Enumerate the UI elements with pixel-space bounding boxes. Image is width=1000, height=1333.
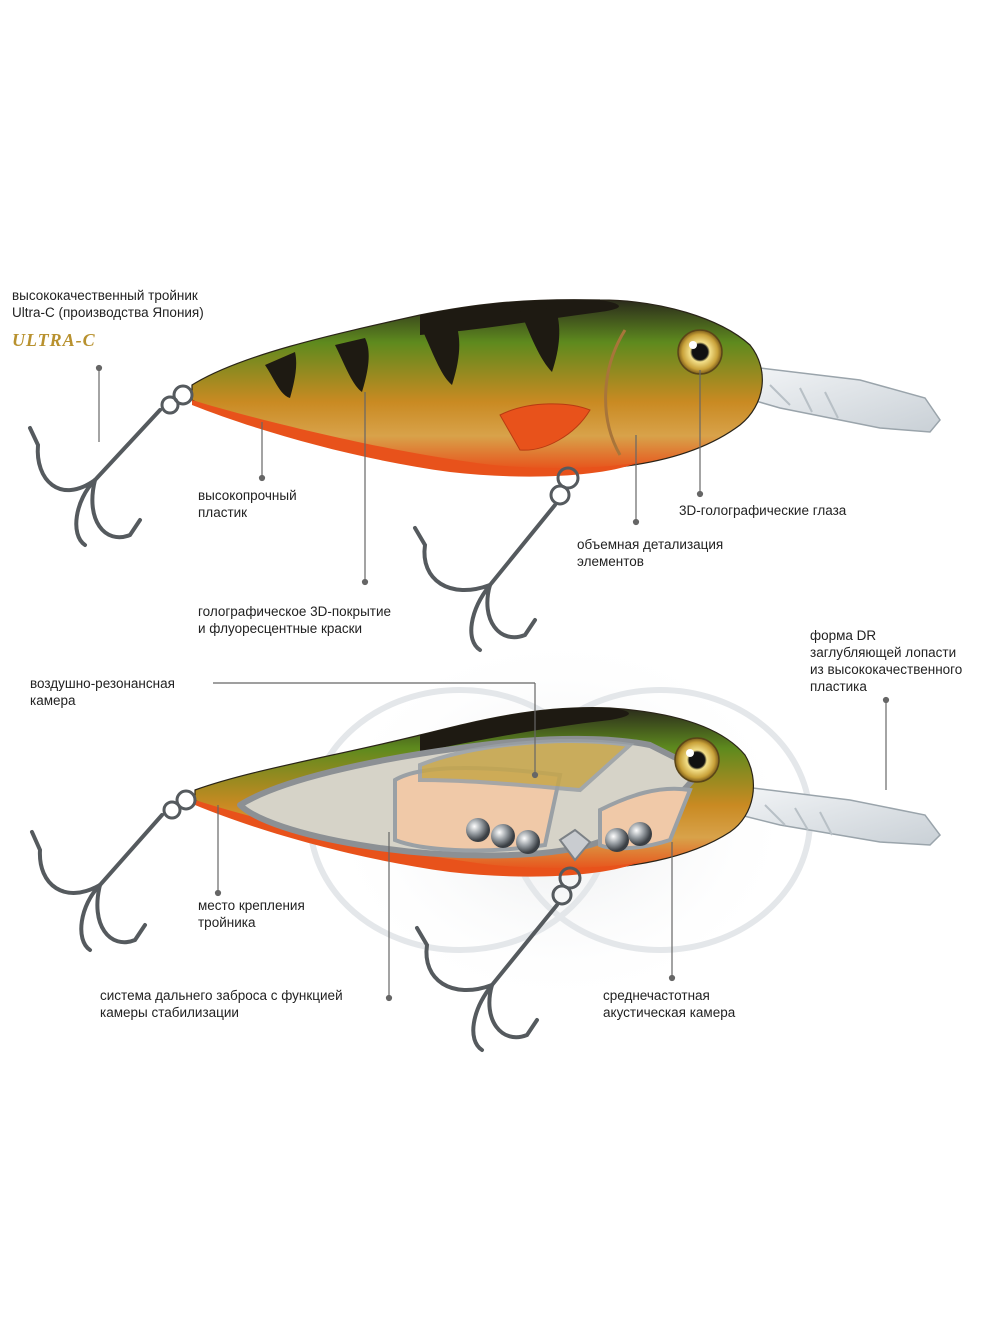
bottom-eye [674,737,720,783]
ultra-c-logo: ULTRA-C [12,330,96,350]
bottom-lure [30,630,941,1052]
top-tail-hook [28,408,162,547]
bottom-tail-hook [30,813,164,952]
top-lip [734,364,941,433]
rattle-balls [466,818,652,854]
top-belly-hook [413,503,557,652]
label-eyes: 3D-голографические глаза [679,503,847,518]
top-eye [677,329,723,375]
air-chamber [418,739,635,793]
leader-lines [95,364,890,1002]
bottom-belly-hook [415,903,559,1052]
top-lure [28,299,941,652]
